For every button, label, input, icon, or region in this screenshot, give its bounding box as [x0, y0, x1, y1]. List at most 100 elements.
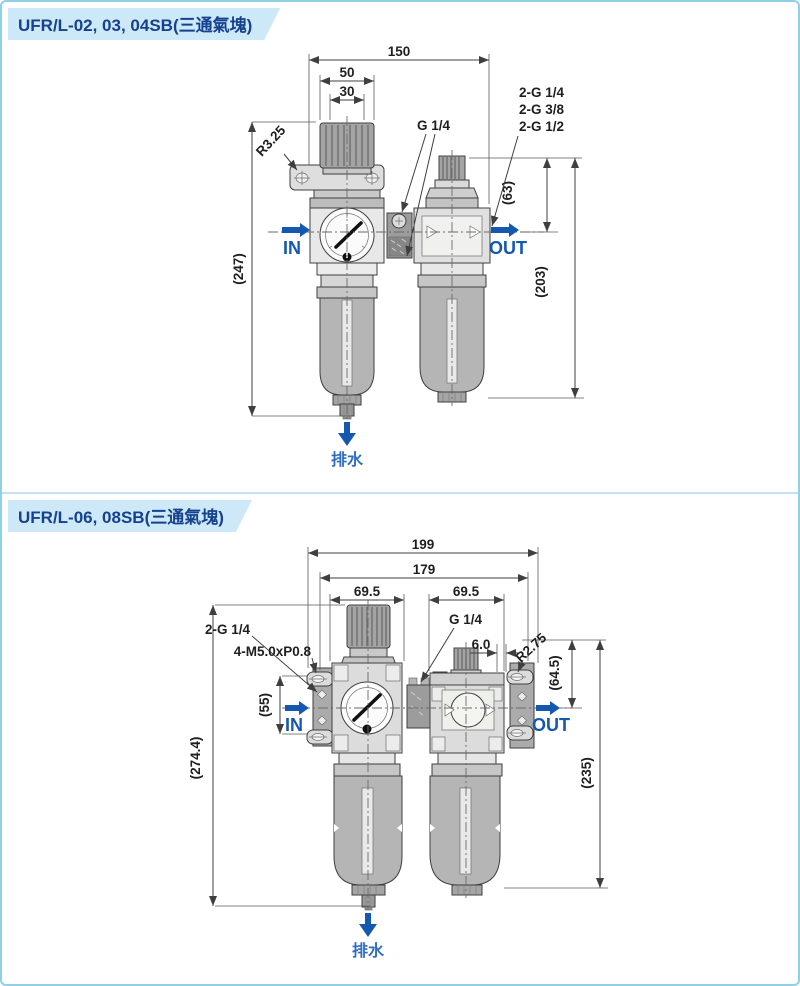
dim-69-5-right-label: 69.5 [453, 584, 480, 599]
label-g14: G 1/4 [401, 118, 451, 257]
dimension-199: 199 [307, 537, 539, 668]
lubricator-cap-plate [429, 672, 505, 686]
bowl-notch-left-2 [430, 824, 435, 832]
bowl-notch-right-2 [495, 824, 500, 832]
drain-arrow-2 [359, 913, 377, 937]
bracket-screw-right [364, 171, 380, 185]
gauge-needle-2 [352, 693, 382, 722]
in-arrow [282, 223, 310, 237]
out-label-2: OUT [532, 715, 570, 735]
dim-203-label: (203) [533, 266, 548, 298]
inlet-port-hole-bottom [317, 715, 327, 726]
dim-274-4-label: (274.4) [188, 737, 203, 780]
out-arrow [491, 223, 519, 237]
in-label-2: IN [285, 715, 303, 735]
dim-30-label: 30 [339, 84, 354, 99]
dim-150-label: 150 [388, 44, 411, 59]
dim-199-label: 199 [412, 537, 435, 552]
dimension-64-5: (64.5) [522, 639, 606, 709]
lubricator-bowl-cap-2 [451, 884, 483, 896]
dim-69-5-left-label: 69.5 [354, 584, 381, 599]
bowl-notch-left [334, 824, 339, 832]
label-g14-2: G 1/4 [420, 612, 483, 683]
drain-annotation-2: 排水 [352, 913, 385, 960]
port-option-3: 2-G 1/2 [519, 119, 564, 134]
outlet-flange [506, 662, 535, 749]
in-port-annotation-2: IN [285, 701, 309, 735]
panel-divider [2, 492, 798, 494]
lubricator-unit-2 [429, 647, 505, 896]
regulator-knob-2 [346, 604, 391, 649]
r3-25-label: R3.25 [253, 122, 289, 159]
dim-235-label: (235) [579, 757, 594, 789]
dim-6-0-label: 6.0 [472, 637, 491, 652]
dimension-50: 50 [319, 65, 375, 120]
dimension-179: 179 [319, 562, 529, 670]
drain-arrow [338, 422, 356, 446]
g14-label: G 1/4 [417, 118, 451, 133]
dim-55-label: (55) [257, 693, 272, 717]
dimension-150: 150 [308, 44, 490, 204]
dimension-69-5-right: 69.5 [428, 584, 505, 671]
port-option-1: 2-G 1/4 [519, 85, 565, 100]
dimension-247: (247) [231, 121, 344, 417]
dim-50-label: 50 [339, 65, 354, 80]
lubricator-sight-stripe-2 [459, 787, 472, 875]
threaded-port-hatch [388, 236, 411, 257]
drawing-panel-2: 199 179 69.5 69.5 (274.4) [188, 537, 608, 960]
dim-63-label: (63) [500, 181, 515, 205]
panel-ufrl-06-08sb: UFR/L-06, 08SB(三通氣塊) [2, 494, 798, 984]
dimension-6-0: 6.0 [470, 637, 518, 672]
dimension-55: (55) [257, 675, 307, 735]
bowl-cap-2 [351, 884, 386, 896]
in-arrow-2 [285, 701, 309, 715]
dim-247-label: (247) [231, 253, 246, 285]
sight-stripe-2 [361, 787, 374, 875]
outlet-port-hole-bottom [517, 715, 527, 726]
knob-collar-2 [349, 647, 388, 658]
filter-regulator-unit [289, 122, 385, 420]
g14-label-2: G 1/4 [449, 612, 483, 627]
knob-knurling [325, 125, 369, 166]
panel-1-header-label: UFR/L-02, 03, 04SB(三通氣塊) [18, 16, 253, 35]
outlet-port-hole-top [517, 691, 527, 702]
lubricator-lower-step-2 [437, 752, 497, 765]
pressure-gauge [319, 207, 375, 263]
filter-regulator-unit-2 [331, 604, 403, 911]
out-port-annotation: OUT [489, 223, 527, 258]
bowl-notch-right [397, 824, 402, 832]
label-4-m5: 4-M5.0xP0.8 [234, 644, 318, 674]
in-port-annotation: IN [282, 223, 310, 258]
panel-2-header-label: UFR/L-06, 08SB(三通氣塊) [18, 508, 224, 527]
drain-label: 排水 [331, 450, 364, 469]
out-arrow-2 [536, 701, 560, 715]
port-option-2: 2-G 3/8 [519, 102, 565, 117]
label-r3-25: R3.25 [253, 122, 298, 171]
lubricator-bowl-ring-2 [431, 763, 503, 777]
center-manifold-block-2 [406, 677, 431, 729]
panel-ufrl-02-03-04sb: UFR/L-02, 03, 04SB(三通氣塊) [2, 2, 798, 492]
dimension-203: (203) [488, 158, 584, 399]
label-2-g14: 2-G 1/4 [205, 622, 318, 693]
drain-annotation: 排水 [331, 422, 364, 469]
dim-179-label: 179 [413, 562, 436, 577]
body-lower-step-2 [338, 752, 396, 765]
flow-arrow-right-2 [485, 703, 496, 717]
inlet-port-hole-top [317, 689, 327, 700]
out-label: OUT [489, 238, 527, 258]
drain-label-2: 排水 [352, 941, 385, 960]
gauge-adjuster-2 [362, 724, 372, 734]
mount-4-m5-label: 4-M5.0xP0.8 [234, 644, 312, 659]
panel-1-header: UFR/L-02, 03, 04SB(三通氣塊) [8, 8, 280, 40]
sight-dome [450, 692, 486, 728]
in-label: IN [283, 238, 301, 258]
label-port-options: 2-G 1/4 2-G 3/8 2-G 1/2 [490, 85, 565, 227]
out-port-annotation-2: OUT [532, 701, 570, 735]
flow-arrow-left-2 [444, 703, 455, 717]
drain-valve-2 [361, 894, 376, 908]
dimension-274-4: (274.4) [188, 604, 370, 907]
r2-75-label: R2.75 [513, 630, 550, 666]
inlet-flange [306, 667, 336, 747]
drawing-panel-1: 150 50 30 (247) (63) [231, 44, 584, 469]
